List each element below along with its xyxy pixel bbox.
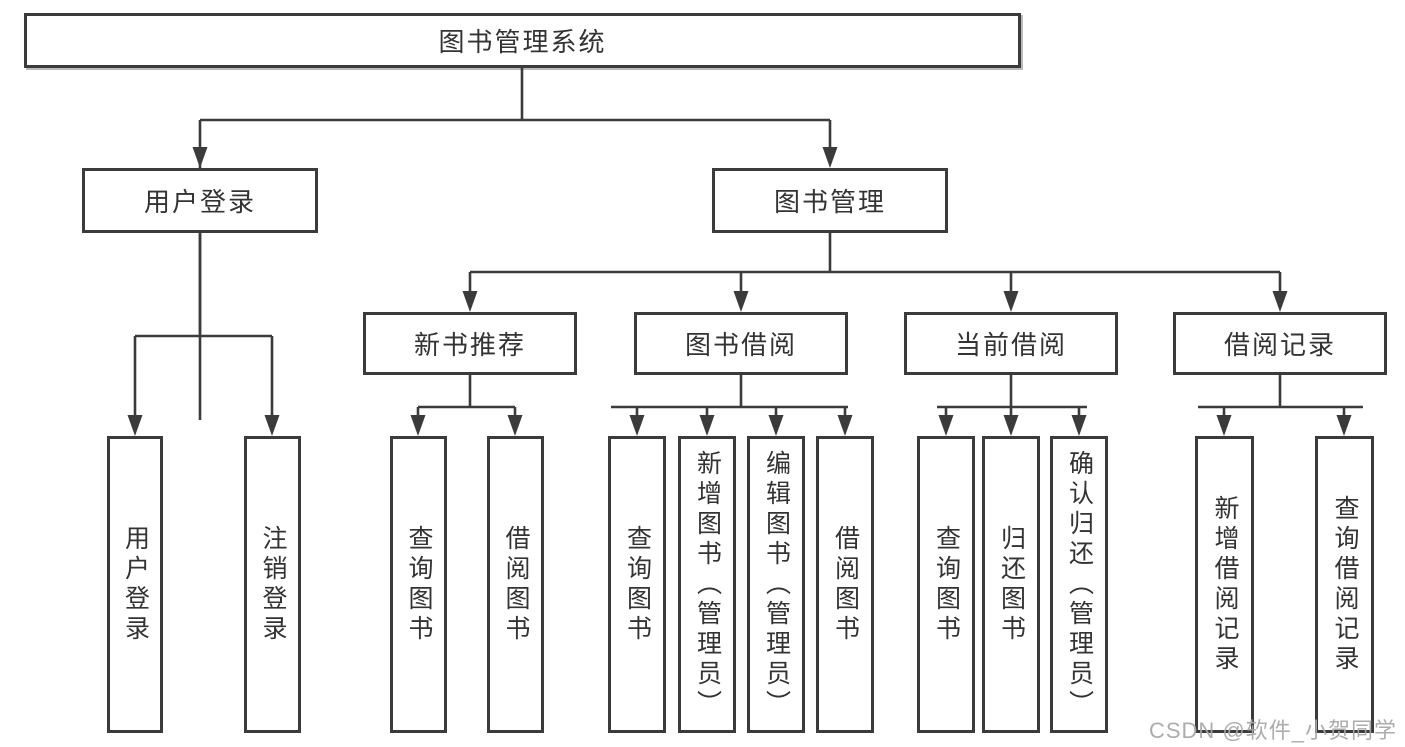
connector-borrowing-to-leaves xyxy=(611,375,848,420)
leaf-query-borrow-record-label: 查询借阅记录 xyxy=(1331,494,1359,675)
leaf-add-books-admin-label: 新增图书（管理员） xyxy=(693,449,722,720)
connector-userlogin-to-leaves xyxy=(133,233,274,420)
leaf-query-books-recommend-label: 查询图书 xyxy=(405,524,433,645)
node-user-login-label: 用户登录 xyxy=(143,187,256,217)
arrow-into-leaf-add-books-admin xyxy=(699,415,715,436)
connector-root-to-level2 xyxy=(198,68,832,420)
arrow-into-leaf-query-books-recommend xyxy=(410,415,426,436)
leaf-query-borrow-record: 查询借阅记录 xyxy=(1315,436,1374,733)
arrow-into-leaf-confirm-return-admin xyxy=(1071,415,1087,436)
leaf-query-books-current: 查询图书 xyxy=(917,436,975,733)
leaf-query-books-borrowing: 查询图书 xyxy=(608,436,666,733)
arrow-into-leaf-borrow-books-borrowing xyxy=(837,415,853,436)
node-user-login: 用户登录 xyxy=(82,168,318,233)
arrow-into-user-login xyxy=(192,147,208,168)
node-library-management-system-label: 图书管理系统 xyxy=(438,27,607,57)
arrow-into-leaf-query-books-current xyxy=(938,415,954,436)
leaf-borrow-books-borrowing-label: 借阅图书 xyxy=(831,524,860,645)
leaf-user-login-label: 用户登录 xyxy=(121,524,150,645)
node-current-borrowing: 当前借阅 xyxy=(904,312,1118,375)
arrow-into-leaf-query-books-borrowing xyxy=(629,415,645,436)
node-book-borrowing: 图书借阅 xyxy=(634,312,848,375)
leaf-return-books: 归还图书 xyxy=(982,436,1040,733)
leaf-borrow-books-borrowing: 借阅图书 xyxy=(816,436,874,733)
node-book-borrowing-label: 图书借阅 xyxy=(684,330,797,360)
arrow-into-borrowing-records xyxy=(1272,291,1288,312)
node-current-borrowing-label: 当前借阅 xyxy=(954,330,1067,360)
connector-records-to-leaves xyxy=(1198,375,1363,420)
arrow-into-leaf-query-borrow-record xyxy=(1336,415,1352,436)
node-book-management-label: 图书管理 xyxy=(773,187,886,217)
leaf-return-books-label: 归还图书 xyxy=(997,524,1026,645)
csdn-watermark: CSDN @软件_小贺同学 xyxy=(1148,718,1397,743)
arrow-into-leaf-return-books xyxy=(1003,415,1019,436)
connector-newbook-to-leaves xyxy=(416,375,517,420)
leaf-borrow-books-recommend: 借阅图书 xyxy=(487,436,544,733)
connector-current-to-leaves xyxy=(937,375,1087,420)
node-borrowing-records-label: 借阅记录 xyxy=(1223,330,1336,360)
node-library-management-system: 图书管理系统 xyxy=(24,13,1021,68)
leaf-add-borrow-record-label: 新增借阅记录 xyxy=(1211,494,1239,675)
arrow-into-leaf-user-login xyxy=(127,415,143,436)
leaf-confirm-return-admin: 确认归还（管理员） xyxy=(1050,436,1108,733)
arrow-into-leaf-edit-books-admin xyxy=(768,415,784,436)
node-new-book-recommendation: 新书推荐 xyxy=(363,312,577,375)
arrow-into-leaf-borrow-books-recommend xyxy=(507,415,523,436)
leaf-query-books-current-label: 查询图书 xyxy=(932,524,961,645)
leaf-query-books-borrowing-label: 查询图书 xyxy=(623,524,652,645)
leaf-logout-label: 注销登录 xyxy=(259,524,287,645)
node-borrowing-records: 借阅记录 xyxy=(1173,312,1387,375)
arrow-into-leaf-logout xyxy=(264,415,280,436)
leaf-user-login: 用户登录 xyxy=(107,436,163,733)
arrow-into-new-book-recommendation xyxy=(462,291,478,312)
leaf-edit-books-admin-label: 编辑图书（管理员） xyxy=(762,449,791,720)
arrow-into-book-borrowing xyxy=(733,291,749,312)
leaf-logout: 注销登录 xyxy=(244,436,301,733)
leaf-edit-books-admin: 编辑图书（管理员） xyxy=(747,436,805,733)
arrow-into-current-borrowing xyxy=(1003,291,1019,312)
leaf-add-books-admin: 新增图书（管理员） xyxy=(678,436,736,733)
node-book-management: 图书管理 xyxy=(712,168,948,233)
leaf-confirm-return-admin-label: 确认归还（管理员） xyxy=(1065,449,1094,720)
node-new-book-recommendation-label: 新书推荐 xyxy=(413,330,526,360)
connector-bookmgmt-to-level3 xyxy=(468,233,1282,296)
leaf-borrow-books-recommend-label: 借阅图书 xyxy=(502,524,530,645)
leaf-query-books-recommend: 查询图书 xyxy=(390,436,447,733)
arrow-into-leaf-add-borrow-record xyxy=(1216,415,1232,436)
leaf-add-borrow-record: 新增借阅记录 xyxy=(1195,436,1254,733)
arrow-into-book-management xyxy=(822,147,838,168)
